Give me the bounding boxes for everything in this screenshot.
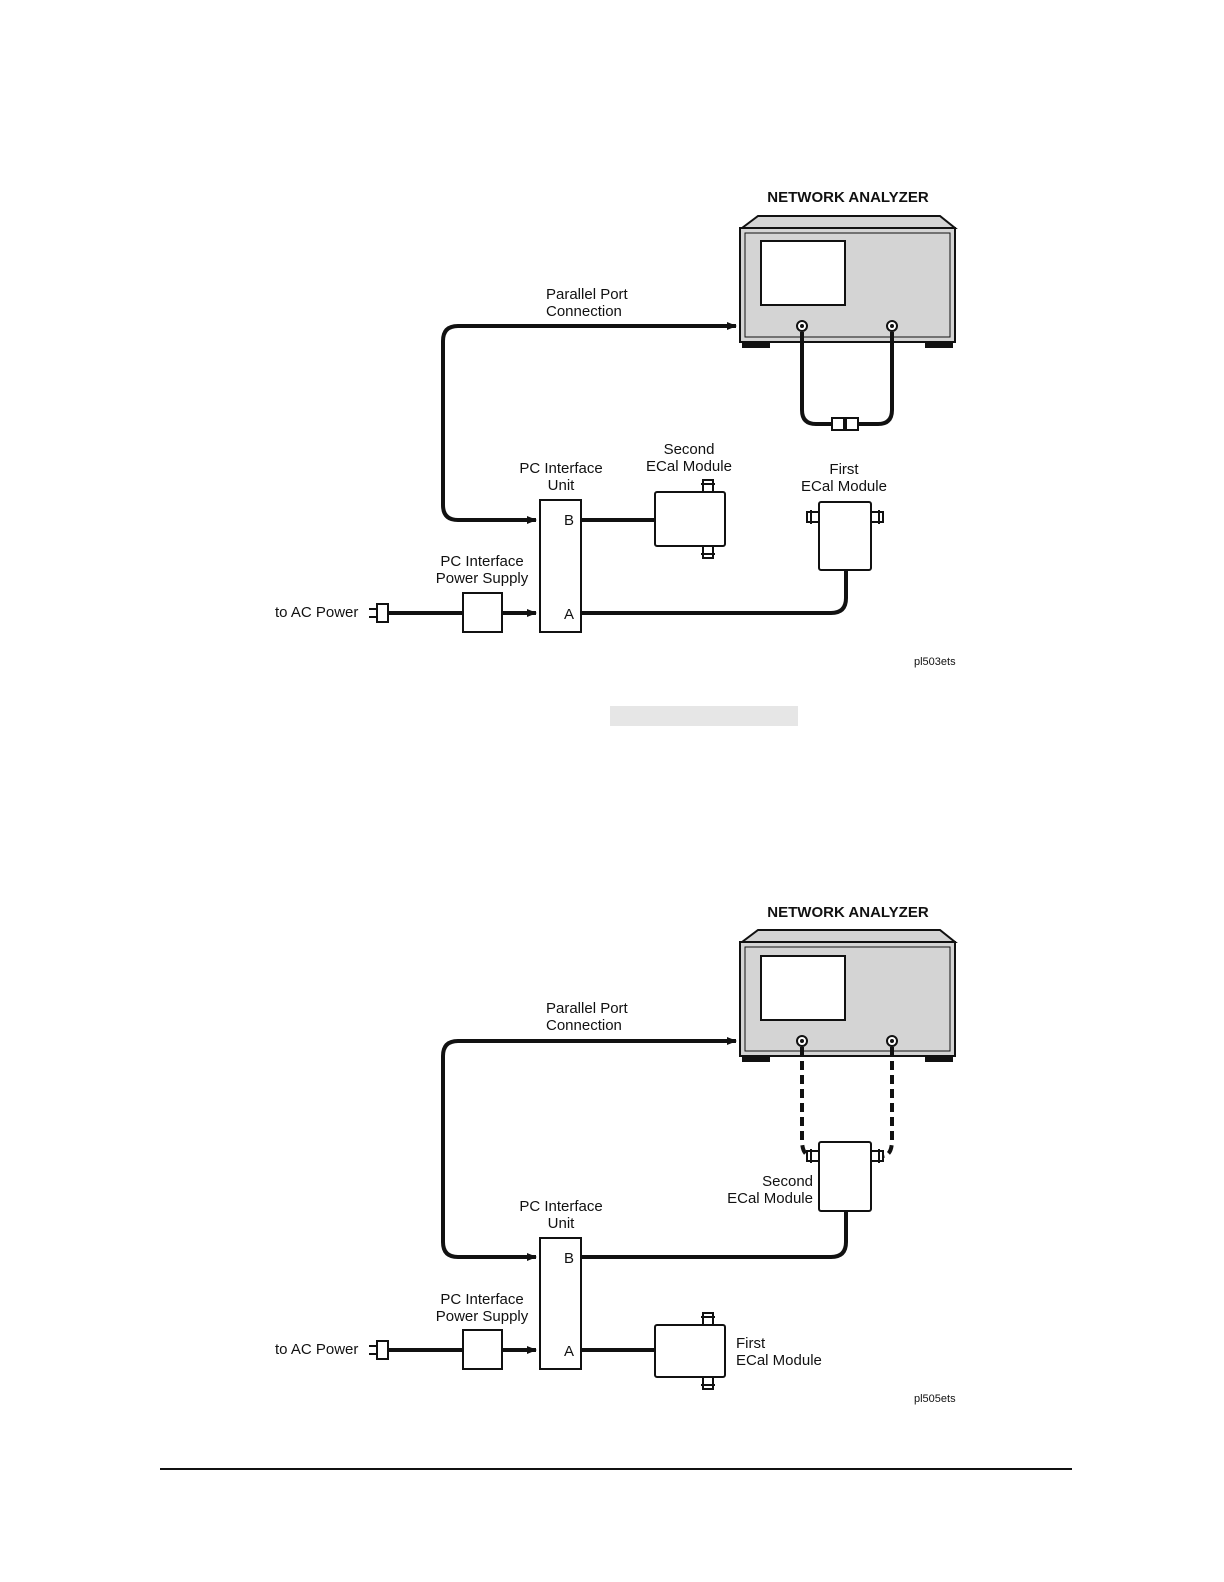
- power-supply-label: PC Interface: [440, 553, 523, 570]
- ac-plug-icon: [369, 1341, 388, 1359]
- power-supply-label-2: Power Supply: [436, 570, 529, 587]
- second-module-label-2: ECal Module: [727, 1190, 813, 1207]
- power-supply-label-2: Power Supply: [436, 1308, 529, 1325]
- power-supply-label: PC Interface: [440, 1291, 523, 1308]
- caption-placeholder-bar: [610, 706, 798, 726]
- connection-label: Connection: [546, 303, 622, 320]
- analyzer-label: NETWORK ANALYZER: [767, 904, 929, 921]
- power-supply: [463, 593, 502, 632]
- first-ecal-module-icon: [581, 1313, 725, 1389]
- connection-label: Connection: [546, 1017, 622, 1034]
- ac-power-label: to AC Power: [275, 1341, 358, 1358]
- thru-cable: [802, 332, 892, 430]
- footer-rule: [160, 1468, 1072, 1470]
- figure-code: pl505ets: [914, 1393, 956, 1405]
- diagram-1: NETWORK ANALYZER Parallel Por: [275, 189, 956, 668]
- pc-interface-unit-label: PC Interface: [519, 1198, 602, 1215]
- port-b-label: B: [564, 512, 574, 529]
- second-module-label-2: ECal Module: [646, 458, 732, 475]
- parallel-port-label: Parallel Port: [546, 1000, 629, 1017]
- analyzer-label: NETWORK ANALYZER: [767, 189, 929, 206]
- network-analyzer-icon: [740, 930, 955, 1062]
- ac-plug-icon: [369, 604, 388, 622]
- port-a-label: A: [564, 606, 574, 623]
- first-module-label-2: ECal Module: [736, 1352, 822, 1369]
- first-module-label: First: [829, 461, 859, 478]
- pc-interface-unit: [540, 500, 581, 632]
- first-module-label: First: [736, 1335, 766, 1352]
- pc-interface-unit: [540, 1238, 581, 1369]
- power-supply: [463, 1330, 502, 1369]
- network-analyzer-icon: [740, 216, 955, 348]
- pc-interface-unit-label-2: Unit: [548, 477, 576, 494]
- pc-interface-unit-label: PC Interface: [519, 460, 602, 477]
- port-a-label: A: [564, 1343, 574, 1360]
- second-module-label: Second: [762, 1173, 813, 1190]
- second-ecal-module-icon: [581, 480, 725, 558]
- second-module-label: Second: [664, 441, 715, 458]
- parallel-port-label: Parallel Port: [546, 286, 629, 303]
- figure-code: pl503ets: [914, 656, 956, 668]
- first-module-label-2: ECal Module: [801, 478, 887, 495]
- port-b-label: B: [564, 1250, 574, 1267]
- diagram-2: NETWORK ANALYZER Parallel Port Connectio…: [275, 904, 956, 1405]
- ac-power-label: to AC Power: [275, 604, 358, 621]
- parallel-port-cable: [443, 326, 736, 520]
- dashed-cables: [802, 1047, 892, 1156]
- pc-interface-unit-label-2: Unit: [548, 1215, 576, 1232]
- parallel-port-cable: [443, 1041, 736, 1257]
